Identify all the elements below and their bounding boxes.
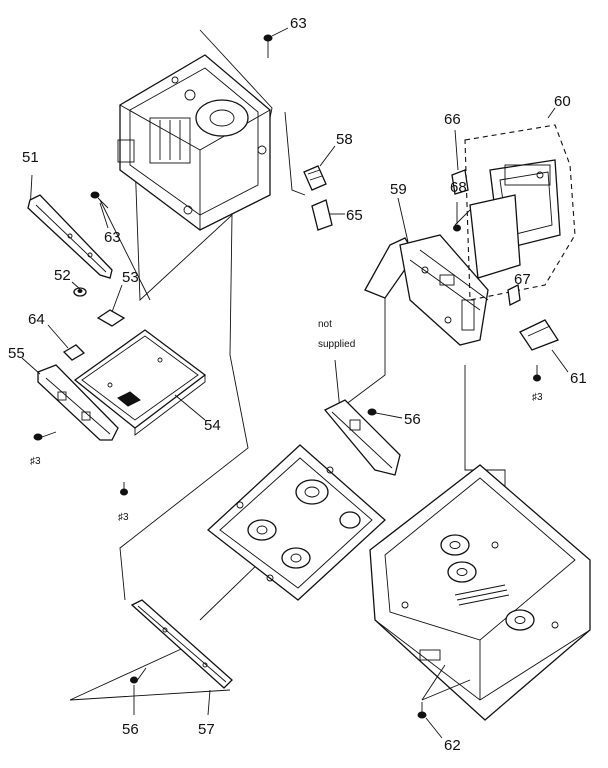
screw-notes: ♯3 ♯3 ♯3 — [30, 392, 543, 523]
callout-55: 55 — [8, 345, 25, 362]
callout-67: 67 — [514, 271, 531, 288]
part-66 — [451, 129, 469, 195]
callout-labels: 63 51 63 58 65 52 53 64 55 54 59 68 66 6… — [8, 15, 587, 754]
callout-61: 61 — [570, 370, 587, 387]
callout-52: 52 — [54, 267, 71, 284]
tape-deck-mechanism — [206, 444, 386, 601]
circuit-board-54 — [73, 329, 207, 436]
part-61 — [519, 319, 569, 373]
callout-63-mid: 63 — [104, 229, 121, 246]
screw-left-3 — [33, 431, 57, 441]
screw-56-bottom — [130, 667, 147, 715]
screw-63-mid — [90, 191, 109, 229]
annotation-line-1: not — [318, 319, 332, 330]
callout-58: 58 — [336, 131, 353, 148]
callout-53: 53 — [122, 269, 139, 286]
part-64 — [47, 324, 86, 361]
annotation-line-2: supplied — [318, 339, 355, 350]
screw-note-left: ♯3 — [30, 456, 41, 467]
cd-mechanism-unit — [117, 54, 271, 231]
holder-56 — [323, 399, 403, 476]
bar-57 — [130, 599, 233, 716]
bracket-55 — [21, 357, 119, 441]
callout-54: 54 — [204, 417, 221, 434]
callout-57: 57 — [198, 721, 215, 738]
lcd-group-60 — [464, 107, 576, 301]
bracket-51 — [27, 194, 113, 279]
screw-63-top — [263, 27, 289, 58]
screw-right-3 — [533, 365, 541, 382]
callout-62: 62 — [444, 737, 461, 754]
screw-note-right: ♯3 — [532, 392, 543, 403]
part-67 — [507, 284, 521, 306]
callout-65: 65 — [346, 207, 363, 224]
callout-64: 64 — [28, 311, 45, 328]
part-65 — [311, 199, 345, 231]
callout-68: 68 — [450, 179, 467, 196]
callout-63-top: 63 — [290, 15, 307, 32]
callout-59: 59 — [390, 181, 407, 198]
callout-56-bottom: 56 — [122, 721, 139, 738]
part-52-53 — [71, 281, 126, 327]
screw-62 — [417, 702, 443, 739]
callout-60: 60 — [554, 93, 571, 110]
callout-56-top: 56 — [404, 411, 421, 428]
callout-66: 66 — [444, 111, 461, 128]
screw-note-center: ♯3 — [118, 512, 129, 523]
part-58 — [303, 145, 336, 191]
callout-51: 51 — [22, 149, 39, 166]
part-59 — [364, 197, 489, 346]
screw-center-3 — [120, 482, 128, 496]
screw-68 — [453, 202, 461, 232]
main-chassis — [369, 464, 591, 721]
not-supplied-annotation: not supplied — [318, 319, 355, 350]
